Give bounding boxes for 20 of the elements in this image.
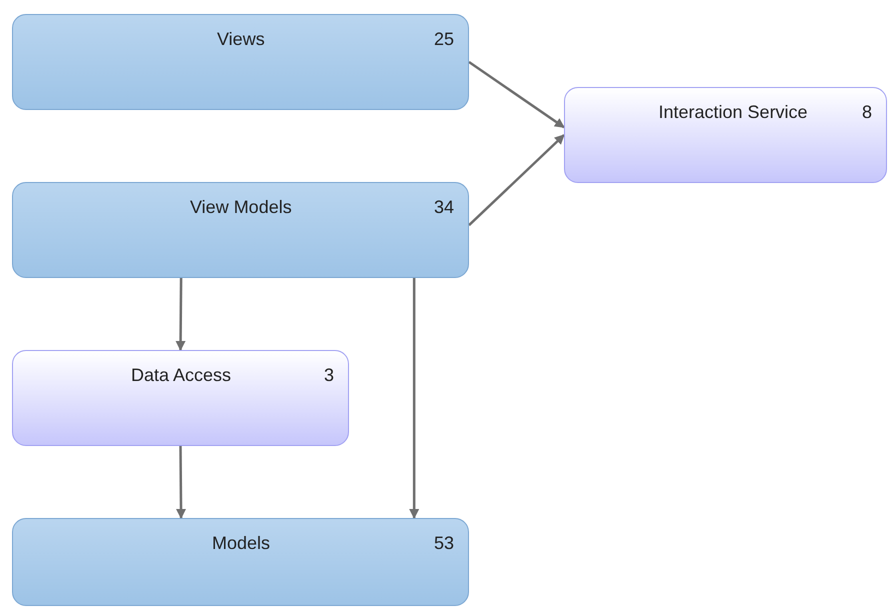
component-box <box>12 350 349 446</box>
component-box <box>564 87 887 183</box>
node-title: Interaction Service <box>658 102 808 123</box>
count-label: 3 <box>324 365 334 386</box>
component-box <box>12 518 469 606</box>
node-title: Data Access <box>131 365 232 386</box>
node-title: Views <box>217 29 265 50</box>
arrow <box>468 134 565 226</box>
arrow <box>468 60 565 128</box>
count-label: 25 <box>434 29 454 50</box>
node-title: Models <box>212 533 270 554</box>
arrow <box>176 446 186 519</box>
count-label: 8 <box>862 102 872 123</box>
component-box <box>12 14 469 110</box>
node-title: View Models <box>190 197 292 218</box>
arrow <box>176 278 186 351</box>
count-label: 53 <box>434 533 454 554</box>
arrow <box>409 278 420 519</box>
count-label: 34 <box>434 197 454 218</box>
component-box <box>12 182 469 278</box>
